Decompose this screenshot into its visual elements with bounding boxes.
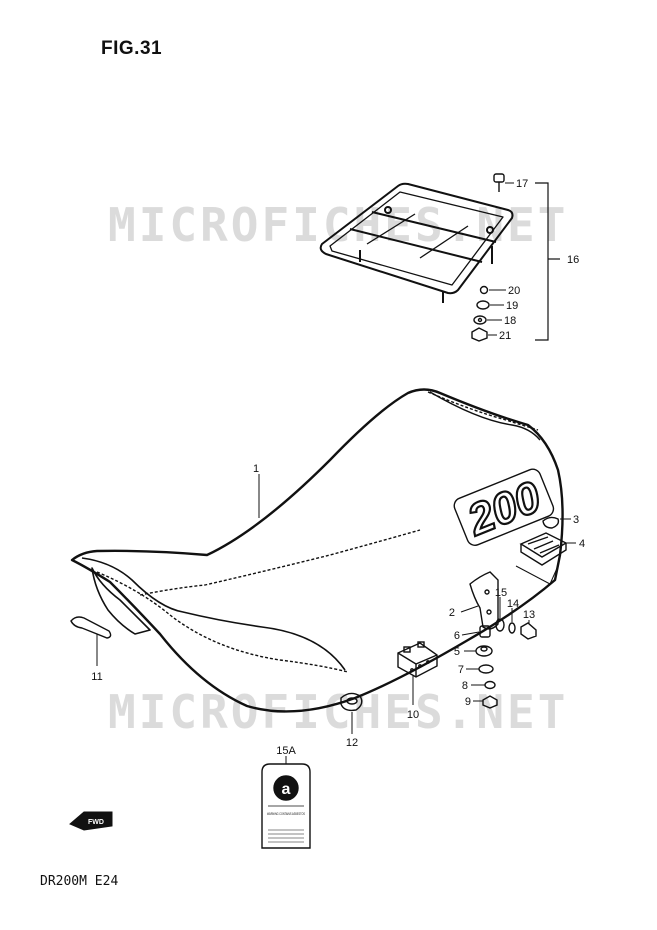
fwd-label: FWD xyxy=(88,819,104,826)
callout-19: 19 xyxy=(506,300,518,312)
seat-leaders xyxy=(96,474,576,734)
cushion-3 xyxy=(542,516,560,529)
washer-18 xyxy=(473,315,487,325)
nut-21 xyxy=(471,327,488,342)
callout-2: 2 xyxy=(449,607,455,619)
grommet-12 xyxy=(340,692,363,712)
group-bracket-16 xyxy=(535,182,549,341)
seat-strap-11 xyxy=(70,616,112,639)
model-code: DR200M E24 xyxy=(40,874,119,889)
callout-5: 5 xyxy=(454,646,460,658)
washer-14 xyxy=(508,622,516,634)
bolt-17 xyxy=(493,173,505,183)
callout-11: 11 xyxy=(91,671,102,683)
washer-8 xyxy=(484,680,496,690)
label-tag-15a: a xyxy=(261,756,311,849)
callout-18: 18 xyxy=(504,315,516,327)
callout-6: 6 xyxy=(454,630,460,642)
nut-9 xyxy=(482,695,498,709)
callout-20: 20 xyxy=(508,285,520,297)
rack-hardware xyxy=(471,173,505,342)
rack-leaders xyxy=(487,182,514,336)
label-tag-text: WARNING CONTAINS ASBESTOS xyxy=(267,811,305,816)
svg-text:a: a xyxy=(282,781,291,798)
callout-numbers: 1 2 3 4 5 6 7 8 9 10 11 12 13 14 15 15A … xyxy=(91,178,585,757)
callout-8: 8 xyxy=(462,680,468,692)
callout-7: 7 xyxy=(458,664,464,676)
washer-20 xyxy=(479,285,489,295)
callout-3: 3 xyxy=(573,514,579,526)
callout-15a: 15A xyxy=(276,745,296,757)
hinge-bracket-2 xyxy=(469,571,499,630)
callout-13: 13 xyxy=(523,609,535,621)
callout-21: 21 xyxy=(499,330,511,342)
watermark-bottom: MICROFICHES.NET xyxy=(108,685,569,739)
callout-10: 10 xyxy=(407,709,419,721)
callout-15: 15 xyxy=(495,587,507,599)
seat-hardware xyxy=(70,516,568,712)
callout-12: 12 xyxy=(346,737,358,749)
washer-15 xyxy=(495,618,505,632)
seat-badge-text: 200 xyxy=(460,472,548,546)
watermark-top: MICROFICHES.NET xyxy=(108,198,569,252)
carrier-rack xyxy=(319,182,514,303)
callout-17: 17 xyxy=(516,178,528,190)
bolt-13 xyxy=(520,622,537,640)
washer-7 xyxy=(478,664,494,674)
fwd-arrow-icon: FWD xyxy=(69,811,113,831)
seat xyxy=(70,388,564,713)
callout-16: 16 xyxy=(567,254,579,266)
collar-6 xyxy=(479,625,491,638)
seat-badge: 200 xyxy=(453,468,555,547)
cushion-19 xyxy=(476,300,490,310)
callout-9: 9 xyxy=(465,696,471,708)
callout-1: 1 xyxy=(253,463,259,475)
callout-14: 14 xyxy=(507,598,519,610)
callout-4: 4 xyxy=(579,538,585,550)
stopper-10 xyxy=(397,642,438,678)
figure-title: FIG.31 xyxy=(101,38,163,59)
